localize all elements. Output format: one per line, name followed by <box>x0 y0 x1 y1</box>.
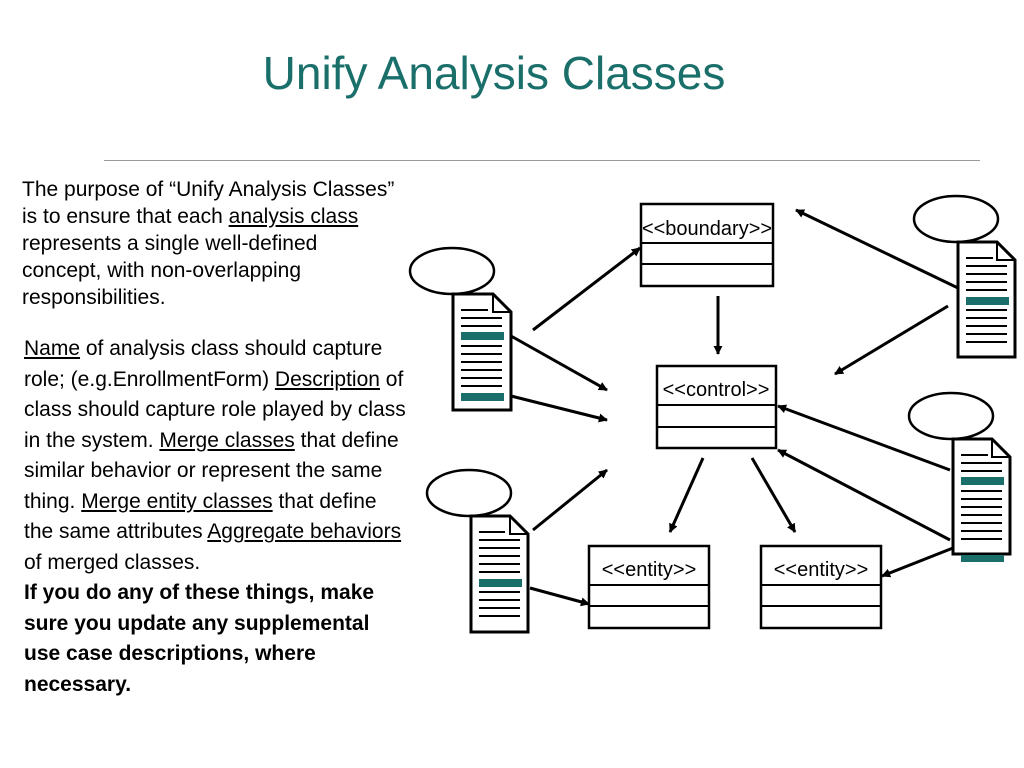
analysis-class-link[interactable]: analysis class <box>228 205 359 228</box>
description-text: of class should capture role played by c… <box>24 367 406 452</box>
intro-paragraph: The purpose of “Unify Analysis Classes” … <box>22 176 402 311</box>
arrow-doc-to-control-right-2 <box>777 404 951 472</box>
arrow-doc-to-entity-left <box>529 586 590 607</box>
name-text: of analysis class should capture role; (… <box>24 337 383 391</box>
merge-entity-classes-text: that define the same attributes <box>24 489 377 544</box>
entity-class-right[interactable]: <<entity>> <box>759 544 883 630</box>
entity-class-left[interactable]: <<entity>> <box>587 544 711 630</box>
document-icon-right-bottom <box>907 391 1012 562</box>
arrow-doc-to-control-2 <box>510 394 608 423</box>
document-icon-left-bottom <box>425 468 530 634</box>
aggregate-behaviors-link[interactable]: Aggregate behaviors <box>207 520 402 543</box>
entity-right-label: <<entity>> <box>774 559 869 581</box>
arrow-doc-to-boundary-right <box>795 208 959 290</box>
description-link[interactable]: Description <box>274 367 380 391</box>
intro-text-2: represents a single well-defined concept… <box>22 232 318 309</box>
arrow-doc-to-control-1 <box>510 334 608 392</box>
merge-classes-text: that define similar behavior or represen… <box>24 428 399 513</box>
arrow-control-to-entity-left <box>668 457 705 533</box>
merge-classes-link[interactable]: Merge classes <box>159 428 295 452</box>
entity-left-label: <<entity>> <box>602 559 697 581</box>
arrow-doc-to-entity-right <box>881 546 954 578</box>
boundary-class[interactable]: <<boundary>> <box>639 202 775 288</box>
merge-entity-classes-link[interactable]: Merge entity classes <box>81 489 273 513</box>
title-divider <box>104 160 980 161</box>
guidelines-paragraph: Name of analysis class should capture ro… <box>24 334 406 700</box>
document-icon-left-top <box>408 246 513 412</box>
arrow-doc-to-boundary <box>532 246 641 332</box>
document-icon-right-top <box>912 194 1017 359</box>
arrow-control-to-entity-right <box>750 457 797 533</box>
name-link[interactable]: Name <box>24 337 81 360</box>
control-label: <<control>> <box>663 379 770 401</box>
intro-text-1: The purpose of “Unify Analysis Classes” … <box>22 178 395 228</box>
boundary-label: <<boundary>> <box>642 218 772 240</box>
control-class[interactable]: <<control>> <box>655 364 778 450</box>
arrow-doc-to-control-right-3 <box>777 448 951 542</box>
arrow-doc-to-control-3 <box>532 468 608 532</box>
slide-title: Unify Analysis Classes <box>262 47 726 99</box>
aggregate-behaviors-text: of merged classes. <box>24 550 201 574</box>
update-note: If you do any of these things, make sure… <box>24 581 375 696</box>
arrow-doc-to-control-right-1 <box>834 304 949 376</box>
